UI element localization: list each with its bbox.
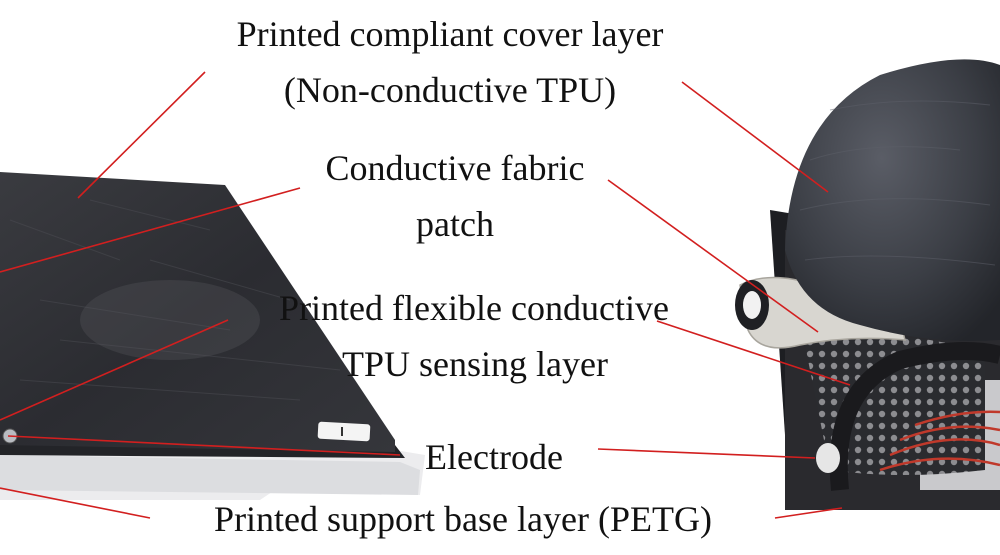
- leader-fabric-left: [0, 187, 301, 273]
- leader-electrode-left: [7, 435, 401, 456]
- label-cover-layer-line1: Printed compliant cover layer: [236, 14, 664, 54]
- flat-sensor-sample: [0, 172, 425, 500]
- leader-lines: [0, 71, 851, 519]
- wires: [879, 410, 1000, 472]
- curved-sensor-sample: [735, 59, 1000, 510]
- compliant-dome: [785, 59, 1000, 341]
- curved-support-arc: [829, 342, 1000, 491]
- label-electrode: Electrode: [425, 437, 563, 477]
- sample-tag: [317, 421, 371, 442]
- right-electrode: [816, 443, 840, 473]
- leader-electrode-right: [597, 448, 816, 459]
- leader-fabric-right: [607, 179, 819, 333]
- leader-sensing-right: [656, 320, 851, 386]
- cover-layer-top: [0, 172, 395, 452]
- leader-base-right: [774, 507, 843, 519]
- dome-texture: [799, 100, 996, 266]
- label-fabric-patch-line1: Conductive fabric: [325, 148, 585, 188]
- label-cover-layer-line2: (Non-conductive TPU): [283, 70, 617, 110]
- cover-texture: [9, 199, 341, 401]
- petg-base-shadow: [0, 455, 420, 495]
- leader-sensing-left: [0, 319, 229, 421]
- surface-reflection: [80, 280, 260, 360]
- label-sensing-layer-line2: TPU sensing layer: [342, 344, 608, 384]
- label-fabric-patch-line2: patch: [416, 204, 494, 244]
- label-base-layer: Printed support base layer (PETG): [214, 499, 712, 539]
- label-sensing-layer-line1: Printed flexible conductive: [279, 288, 669, 328]
- rolled-edge-inner: [743, 291, 761, 319]
- leader-cover-right: [681, 81, 829, 193]
- leader-base-left: [0, 487, 151, 519]
- leader-cover-left: [77, 71, 206, 199]
